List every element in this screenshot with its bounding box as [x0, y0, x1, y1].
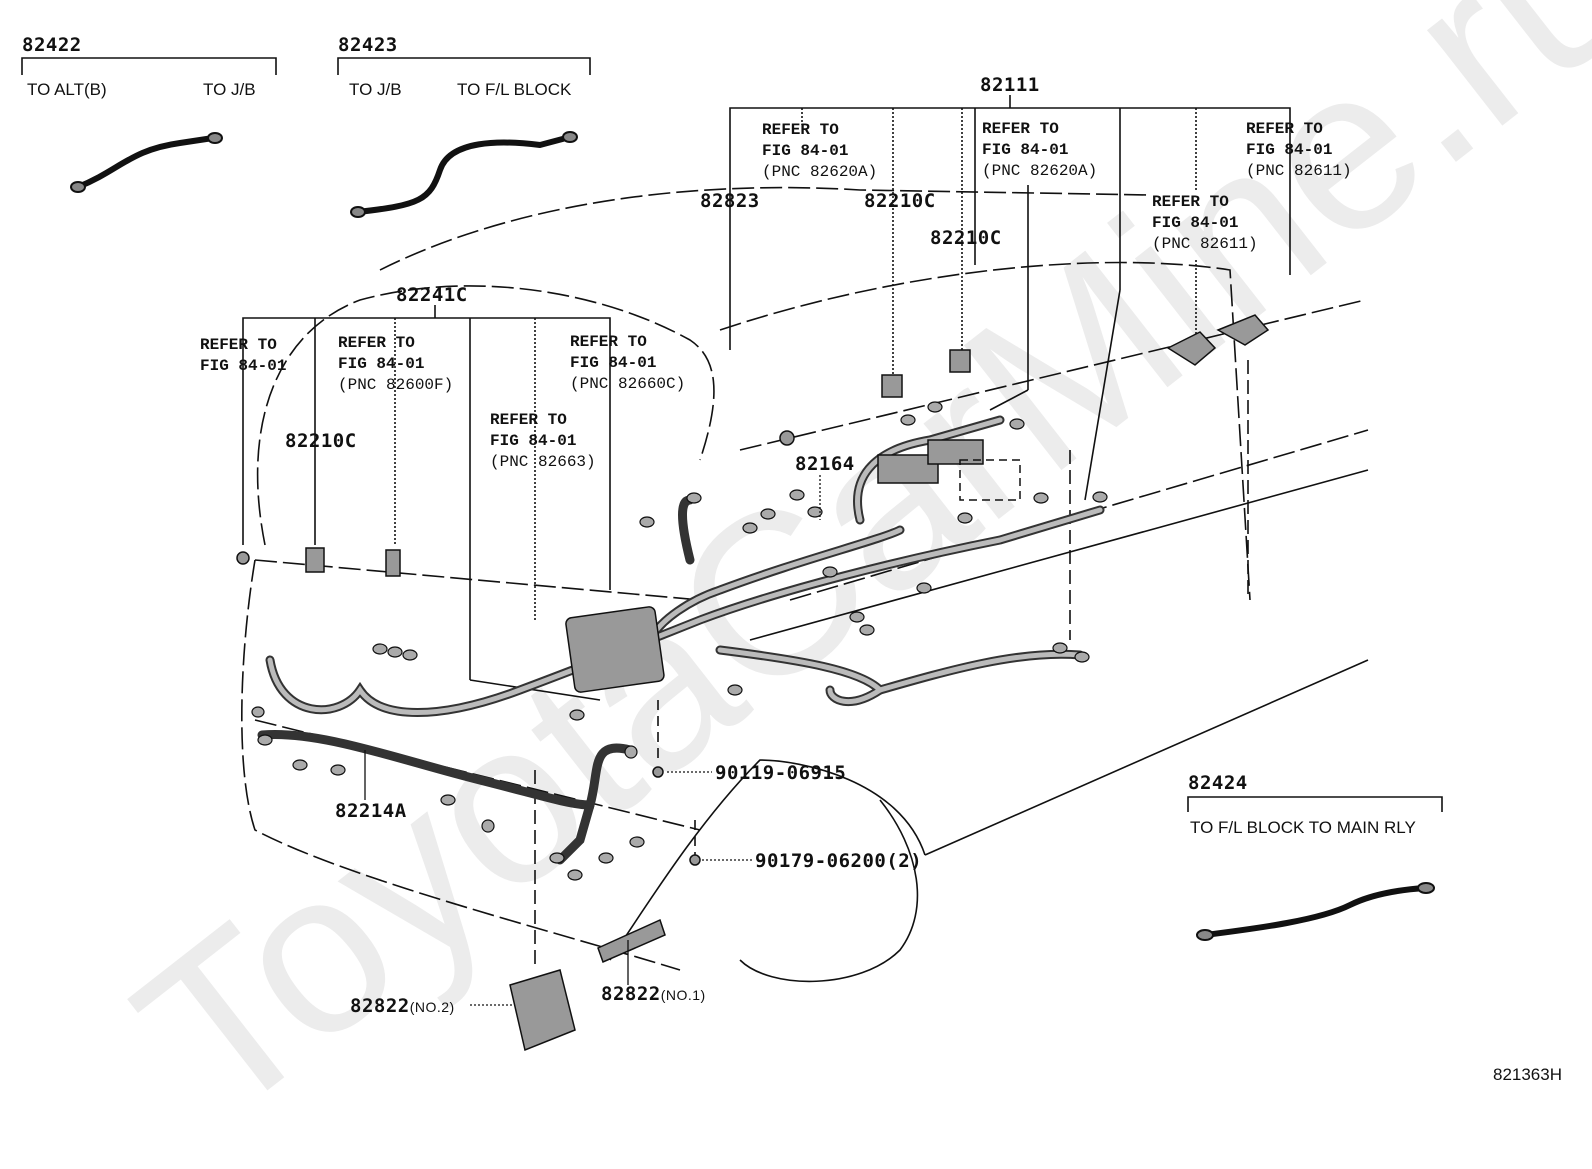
bracket-82822-no2 — [509, 969, 576, 1052]
bracket-82423 — [337, 57, 591, 75]
bracket-82422 — [21, 57, 277, 75]
cable-82423-end-a: TO J/B — [349, 80, 402, 99]
ref-line2: FIG 84-01 — [338, 355, 425, 373]
ref-line1: REFER TO — [200, 336, 277, 354]
bracket-82424 — [1187, 796, 1443, 812]
part-label-82823[interactable]: 82823 — [700, 190, 760, 212]
reference-note-82611-lower[interactable]: REFER TO FIG 84-01 (PNC 82611) — [1152, 192, 1258, 255]
cable-82424 — [1204, 885, 1426, 938]
ref-line2: FIG 84-01 — [490, 432, 577, 450]
ref-pnc: (PNC 82600F) — [338, 376, 454, 394]
vehicle-roof-outline — [379, 186, 1151, 271]
grommet-82600f — [385, 549, 401, 577]
part-suffix: (NO.1) — [660, 987, 706, 1003]
part-label-82164[interactable]: 82164 — [795, 453, 855, 475]
ref-pnc: (PNC 82620A) — [982, 162, 1098, 180]
ref-line2: FIG 84-01 — [762, 142, 849, 160]
ref-line2: FIG 84-01 — [200, 357, 287, 375]
part-label-82214a[interactable]: 82214A — [335, 800, 407, 822]
part-label-82422[interactable]: 82422 — [22, 34, 82, 56]
vehicle-rocker — [924, 659, 1369, 856]
wheel-arch — [739, 799, 919, 983]
part-label-82210c-left[interactable]: 82210C — [285, 430, 357, 452]
bracket-82611-right — [1216, 314, 1270, 346]
reference-note-82611-top[interactable]: REFER TO FIG 84-01 (PNC 82611) — [1246, 119, 1352, 182]
ref-line2: FIG 84-01 — [1246, 141, 1333, 159]
ref-line1: REFER TO — [338, 334, 415, 352]
vehicle-windshield — [256, 285, 715, 546]
connectors — [251, 401, 1108, 881]
grommet-82210c-left — [305, 547, 325, 573]
cable-82422-end-a: TO ALT(B) — [27, 80, 107, 99]
part-suffix: (NO.2) — [409, 999, 455, 1015]
part-label-90179-06200[interactable]: 90179-06200(2) — [755, 850, 923, 872]
part-label-82111[interactable]: 82111 — [980, 74, 1040, 96]
ref-line2: FIG 84-01 — [1152, 214, 1239, 232]
junction-block — [565, 606, 665, 693]
grommet-82823 — [779, 430, 795, 446]
reference-note-82600f[interactable]: REFER TO FIG 84-01 (PNC 82600F) — [338, 333, 453, 396]
part-label-82241c[interactable]: 82241C — [396, 284, 468, 306]
vehicle-front-body — [241, 559, 681, 971]
part-number: 82822 — [601, 983, 661, 1005]
ref-pnc: (PNC 82660C) — [570, 375, 686, 393]
ref-line2: FIG 84-01 — [982, 141, 1069, 159]
part-number: 82822 — [350, 995, 410, 1017]
reference-note-82620a-left[interactable]: REFER TO FIG 84-01 (PNC 82620A) — [762, 120, 877, 183]
ref-pnc: (PNC 82620A) — [762, 163, 878, 181]
vehicle-side-line — [719, 261, 1251, 601]
part-label-82424[interactable]: 82424 — [1188, 772, 1248, 794]
ref-line1: REFER TO — [570, 333, 647, 351]
grommet-82210c-mid — [949, 349, 971, 373]
ref-line1: REFER TO — [982, 120, 1059, 138]
nut-90179 — [689, 854, 701, 866]
cable-82423 — [357, 134, 571, 215]
figure-number: 821363H — [1492, 1065, 1562, 1084]
part-label-90119-06915[interactable]: 90119-06915 — [715, 762, 847, 784]
bracket-82611-left — [1166, 331, 1217, 366]
wire-harness — [257, 415, 1105, 865]
reference-note-left[interactable]: REFER TO FIG 84-01 — [200, 335, 286, 377]
bracket-82241c — [242, 317, 611, 590]
cable-82422-end-b: TO J/B — [203, 80, 256, 99]
part-label-82210c-top[interactable]: 82210C — [864, 190, 936, 212]
fuse-box-outline — [959, 459, 1021, 501]
ref-line1: REFER TO — [490, 411, 567, 429]
ref-line2: FIG 84-01 — [570, 354, 657, 372]
bracket-82822-no1 — [597, 918, 666, 964]
part-label-82822-no2[interactable]: 82822(NO.2) — [350, 995, 455, 1017]
cable-82423-end-b: TO F/L BLOCK — [457, 80, 572, 99]
reference-note-82620a-right[interactable]: REFER TO FIG 84-01 (PNC 82620A) — [982, 119, 1097, 182]
ref-pnc: (PNC 82663) — [490, 453, 596, 471]
clip-left — [236, 551, 250, 565]
part-label-82423[interactable]: 82423 — [338, 34, 398, 56]
cable-82424-description: TO F/L BLOCK TO MAIN RLY — [1190, 818, 1416, 837]
bolt-90119 — [652, 766, 664, 778]
ref-line1: REFER TO — [762, 121, 839, 139]
part-label-82210c-mid[interactable]: 82210C — [930, 227, 1002, 249]
reference-note-82663[interactable]: REFER TO FIG 84-01 (PNC 82663) — [490, 410, 596, 473]
ref-pnc: (PNC 82611) — [1152, 235, 1258, 253]
ref-line1: REFER TO — [1152, 193, 1229, 211]
part-label-82822-no1[interactable]: 82822(NO.1) — [601, 983, 706, 1005]
cable-82422 — [76, 135, 214, 190]
ref-pnc: (PNC 82611) — [1246, 162, 1352, 180]
grommet-82210c-right — [881, 374, 903, 398]
reference-note-82660c[interactable]: REFER TO FIG 84-01 (PNC 82660C) — [570, 332, 685, 395]
diagram-canvas — [21, 57, 1443, 1052]
ref-line1: REFER TO — [1246, 120, 1323, 138]
